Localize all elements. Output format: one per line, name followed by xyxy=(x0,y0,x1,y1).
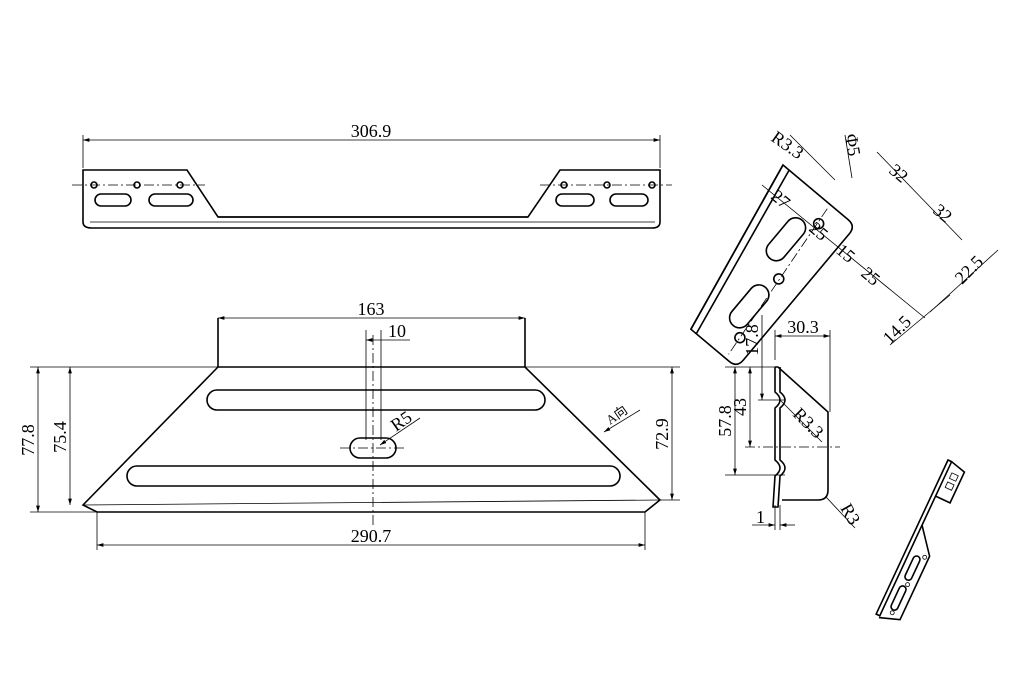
top-view: 306.9 xyxy=(72,121,672,229)
detail-dim-2: 32 xyxy=(929,200,956,227)
detail-dim-7: 22.5 xyxy=(951,251,987,287)
dim-length: 306.9 xyxy=(351,121,392,141)
detail-dim-1: 32 xyxy=(885,160,912,187)
holes xyxy=(90,181,656,189)
dim-rib-spacing: 57.8 xyxy=(715,405,735,437)
detail-dim-4: 25 xyxy=(805,218,832,245)
dim-thickness: 1 xyxy=(756,507,765,527)
side-view: 30.3 17.8 43 57.8 1 R3.3 R3 xyxy=(715,315,864,530)
detail-hole: Φ5 xyxy=(841,132,865,157)
dim-total-height: 77.8 xyxy=(18,424,38,456)
detail-dim-5: 15 xyxy=(832,240,859,267)
dim-top-offset: 17.8 xyxy=(742,324,762,356)
isometric-view xyxy=(875,458,966,621)
detail-radius: R3.3 xyxy=(768,127,808,163)
dim-depth: 30.3 xyxy=(787,317,819,337)
detail-dim-6: 25 xyxy=(857,263,884,290)
dim-flange-width: 163 xyxy=(358,299,385,319)
detail-view: R3.3 Φ5 32 32 27 25 15 25 22.5 14.5 xyxy=(689,127,999,366)
detail-dim-3: 27 xyxy=(767,186,794,213)
front-view: 163 10 R5 77.8 75.4 72.9 290.7 A向 xyxy=(18,299,680,550)
detail-dim-8: 14.5 xyxy=(879,311,915,347)
dim-slot-radius: R5 xyxy=(387,407,416,435)
view-label: A向 xyxy=(603,402,630,427)
dim-bottom-width: 290.7 xyxy=(351,526,392,546)
dim-corner-radius: R3 xyxy=(837,500,865,528)
dim-bend-radius: R3.3 xyxy=(789,404,828,443)
dim-slot-width: 10 xyxy=(388,321,406,341)
dim-inner-height: 75.4 xyxy=(50,421,70,453)
dim-right-height: 72.9 xyxy=(652,418,672,450)
